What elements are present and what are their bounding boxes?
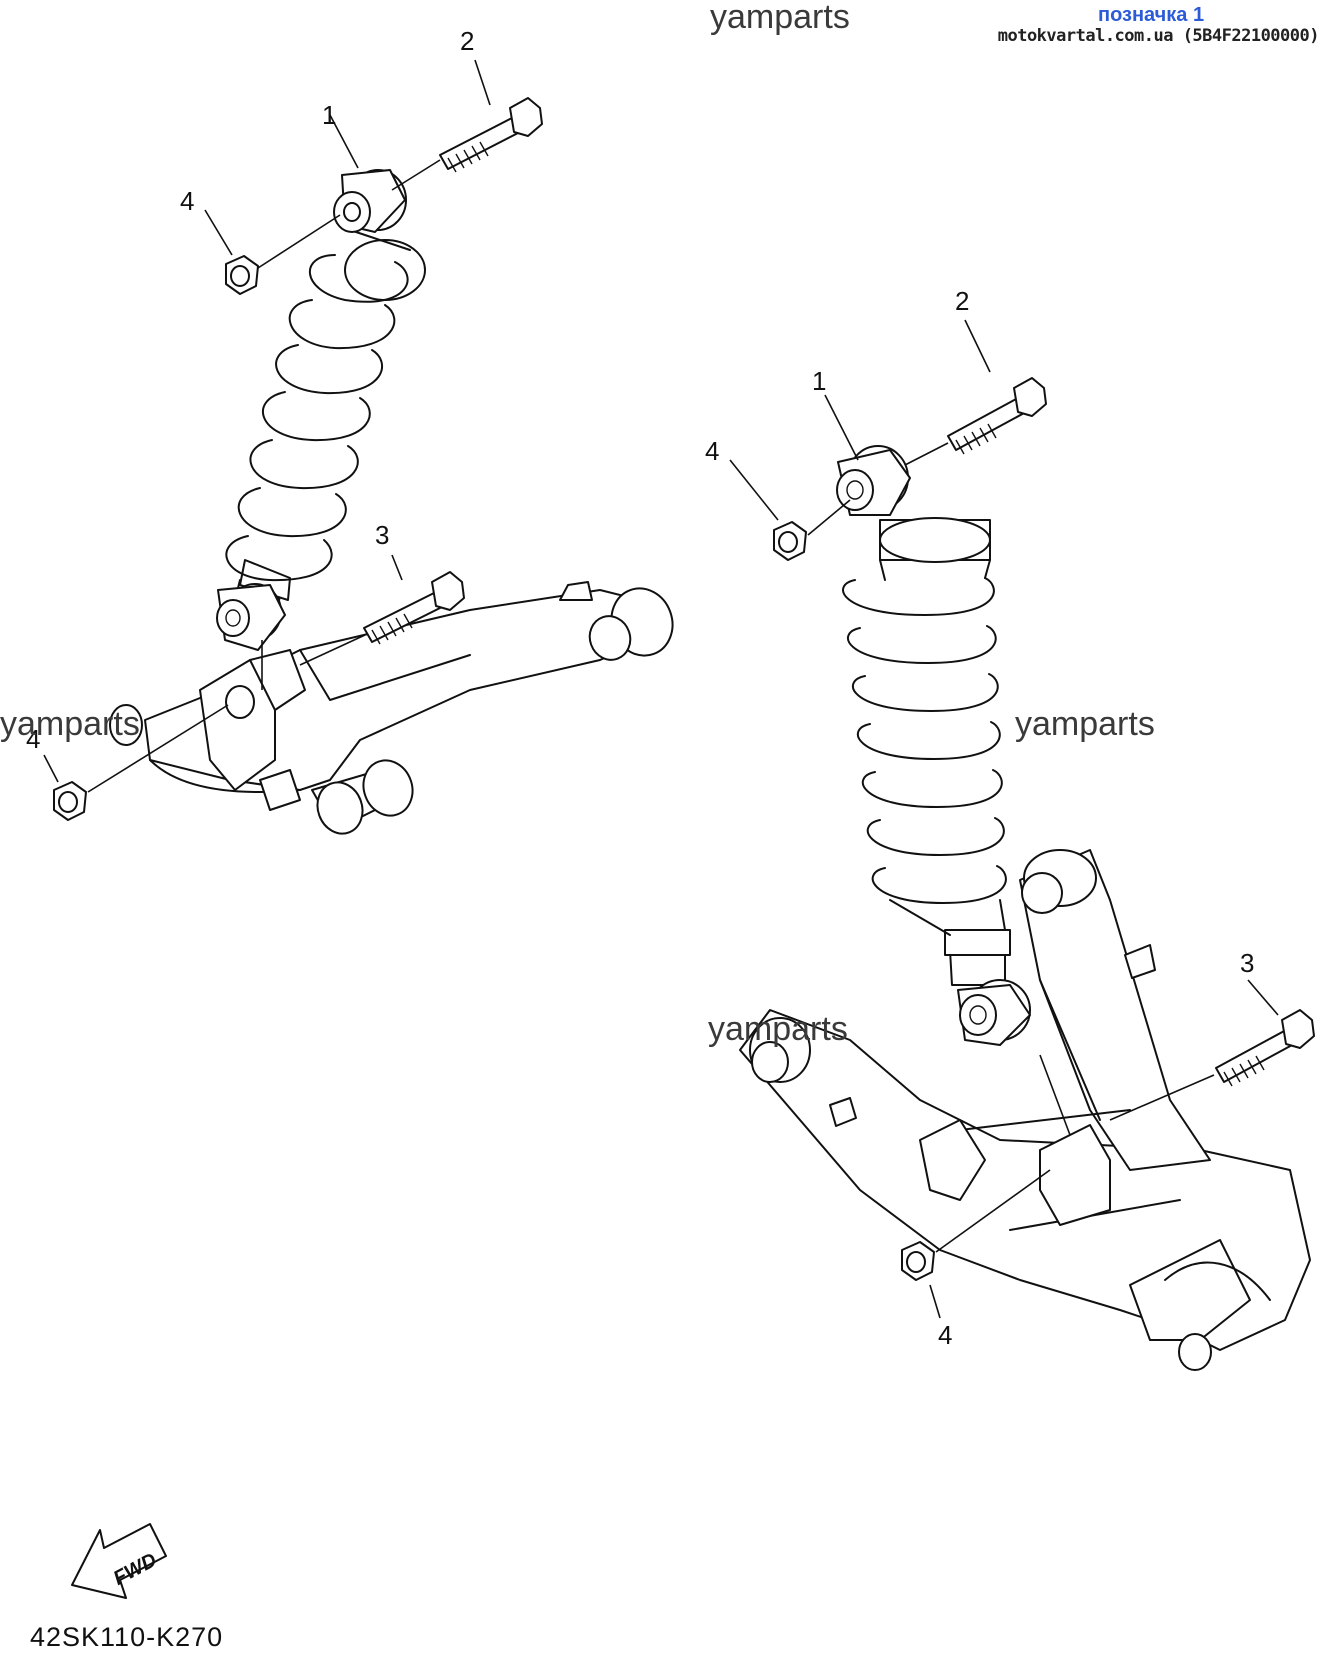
right-callout-4-upper: 4 — [705, 436, 719, 466]
right-swingarm — [739, 849, 1311, 1371]
watermark-left: yamparts — [0, 705, 140, 743]
diagram-tag-label: позначка 1 — [1098, 4, 1205, 26]
right-lower-nut — [901, 1241, 935, 1281]
right-shock-absorber — [836, 445, 1031, 1046]
left-callout-4-lower: 4 — [26, 724, 40, 754]
right-upper-nut — [773, 521, 807, 561]
left-callout-1: 1 — [322, 100, 336, 130]
right-lower-bolt — [1215, 1009, 1315, 1087]
left-upper-bolt — [439, 97, 543, 173]
left-lower-nut — [53, 781, 87, 821]
right-callout-3: 3 — [1240, 948, 1254, 978]
watermark-top: yamparts — [710, 0, 850, 36]
left-upper-nut — [225, 255, 259, 295]
left-callout-4-upper: 4 — [180, 186, 194, 216]
left-lower-bolt — [363, 571, 465, 645]
source-site-label: motokvartal.com.ua (5B4F22100000) — [997, 26, 1320, 46]
left-shock-absorber — [216, 169, 426, 651]
watermark-right: yamparts — [1015, 705, 1155, 743]
left-callout-3: 3 — [375, 520, 389, 550]
diagram-code: 42SK110-K270 — [30, 1622, 224, 1652]
right-upper-bolt — [947, 377, 1047, 455]
right-callout-4-lower: 4 — [938, 1320, 952, 1350]
right-assembly: 1 2 3 4 4 — [705, 286, 1315, 1371]
left-swingarm — [109, 581, 674, 835]
left-callout-2: 2 — [460, 26, 474, 56]
right-callout-2: 2 — [955, 286, 969, 316]
watermark-middle: yamparts — [708, 1010, 848, 1048]
forward-direction-arrow: FWD — [71, 1523, 167, 1599]
left-assembly: 1 2 3 4 4 — [26, 26, 674, 835]
right-callout-1: 1 — [812, 366, 826, 396]
